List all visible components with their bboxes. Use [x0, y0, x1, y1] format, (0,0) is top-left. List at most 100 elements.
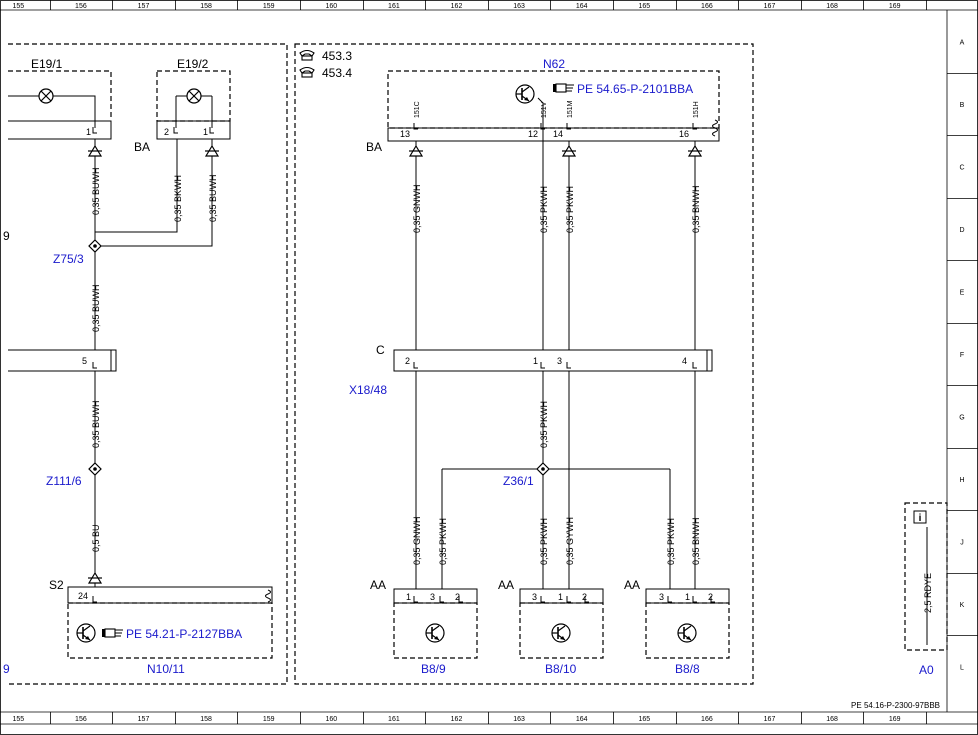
column-label: 159 [263, 3, 275, 10]
phone-icon [299, 49, 315, 61]
row-label: D [959, 227, 964, 234]
n10-11-link[interactable]: PE 54.21-P-2127BBA [126, 627, 242, 641]
pin-number: 1 [558, 592, 563, 602]
wire-label: 0,35 GNWH [412, 184, 422, 233]
column-label: 166 [701, 716, 713, 723]
aa-label-1: AA [370, 578, 386, 592]
wire-label: 0,35 PKWH [666, 518, 676, 565]
pin-number: 2 [455, 592, 460, 602]
x18-48-label[interactable]: X18/48 [349, 383, 387, 397]
pin-number: 3 [557, 356, 562, 366]
left-fragment-label: 9 [3, 662, 10, 676]
b8-10-connector [519, 588, 604, 604]
row-label: K [960, 602, 965, 609]
column-label: 155 [12, 716, 24, 723]
pin-number: 5 [82, 356, 87, 366]
aa-label-2: AA [498, 578, 514, 592]
column-label: 162 [451, 3, 463, 10]
column-label: 168 [826, 3, 838, 10]
n62-label[interactable]: N62 [543, 57, 565, 71]
column-label: 163 [513, 716, 525, 723]
pin-number: 1 [533, 356, 538, 366]
wire-label: 0,35 PKWH [539, 401, 549, 448]
n10-11-label[interactable]: N10/11 [147, 662, 185, 676]
lamp-icon [186, 88, 202, 104]
n62-link[interactable]: PE 54.65-P-2101BBA [577, 82, 693, 96]
row-label: B [960, 102, 965, 109]
wire-label: 0,35 BUWH [91, 284, 101, 332]
e19-2-box [156, 70, 231, 122]
b8-8-label[interactable]: B8/8 [675, 662, 700, 676]
pin-arrow [687, 145, 703, 157]
a0-box [904, 502, 948, 651]
z75-3-label[interactable]: Z75/3 [53, 252, 84, 266]
row-label: E [960, 289, 965, 296]
column-label: 158 [200, 716, 212, 723]
phone-icon [299, 66, 315, 78]
pin-number: 3 [532, 592, 537, 602]
wire-label: 0,5 BU [91, 524, 101, 552]
pin-sockets [92, 122, 716, 603]
column-label: 169 [889, 3, 901, 10]
info-icon[interactable] [913, 510, 927, 524]
pin-arrow [87, 145, 103, 157]
b8-8-connector [645, 588, 730, 604]
column-label: 164 [576, 716, 588, 723]
pin-number: 1 [203, 127, 208, 137]
s2-label: S2 [49, 578, 64, 592]
b8-9-label[interactable]: B8/9 [421, 662, 446, 676]
pin-number: 4 [682, 356, 687, 366]
pin-arrow [87, 572, 103, 584]
drawing-code: PE 54.16-P-2300-97BBB [851, 701, 940, 710]
wire-label: 0,35 PKWH [438, 518, 448, 565]
c-label: C [376, 343, 385, 357]
z36-1-label[interactable]: Z36/1 [503, 474, 534, 488]
signal-code: 151C [414, 101, 421, 118]
pin-number: 1 [86, 127, 91, 137]
pin-number: 2 [582, 592, 587, 602]
splice-z111-6 [88, 462, 102, 476]
e19-1-box [8, 70, 112, 120]
row-label: A [960, 39, 965, 46]
row-label: G [959, 414, 964, 421]
wire-label: 0,35 BUWH [208, 174, 218, 222]
b8-10-label[interactable]: B8/10 [545, 662, 577, 676]
column-label: 160 [325, 716, 337, 723]
pin-arrow [408, 145, 424, 157]
transistor-icon [425, 623, 445, 643]
column-label: 163 [513, 3, 525, 10]
column-label: 168 [826, 716, 838, 723]
right-region [294, 43, 754, 685]
wire-label: 0,35 PKWH [539, 186, 549, 233]
n62-box [387, 70, 720, 129]
column-label: 161 [388, 716, 400, 723]
row-label: L [960, 664, 964, 671]
signal-code: 151H [693, 101, 700, 118]
column-label: 160 [325, 3, 337, 10]
ref-453-3[interactable]: 453.3 [322, 49, 352, 63]
a0-label[interactable]: A0 [919, 663, 934, 677]
pointing-hand-icon[interactable] [552, 83, 575, 93]
left-inline-connector [8, 349, 117, 372]
pin-number: 12 [528, 129, 538, 139]
column-label: 157 [138, 716, 150, 723]
ba-label-right: BA [366, 140, 382, 154]
z111-6-label[interactable]: Z111/6 [46, 474, 82, 488]
ref-453-4[interactable]: 453.4 [322, 66, 352, 80]
pin-arrow [204, 145, 220, 157]
wire-label: 0,35 BNWH [691, 185, 701, 233]
row-label: J [960, 539, 964, 546]
pointing-hand-icon[interactable] [101, 628, 124, 638]
pin-number: 3 [659, 592, 664, 602]
pin-arrow [561, 145, 577, 157]
lamp-icon [38, 88, 54, 104]
column-ticks [50, 0, 927, 724]
column-label: 156 [75, 716, 87, 723]
row-label: H [959, 477, 964, 484]
column-label: 159 [263, 716, 275, 723]
column-label: 162 [451, 716, 463, 723]
